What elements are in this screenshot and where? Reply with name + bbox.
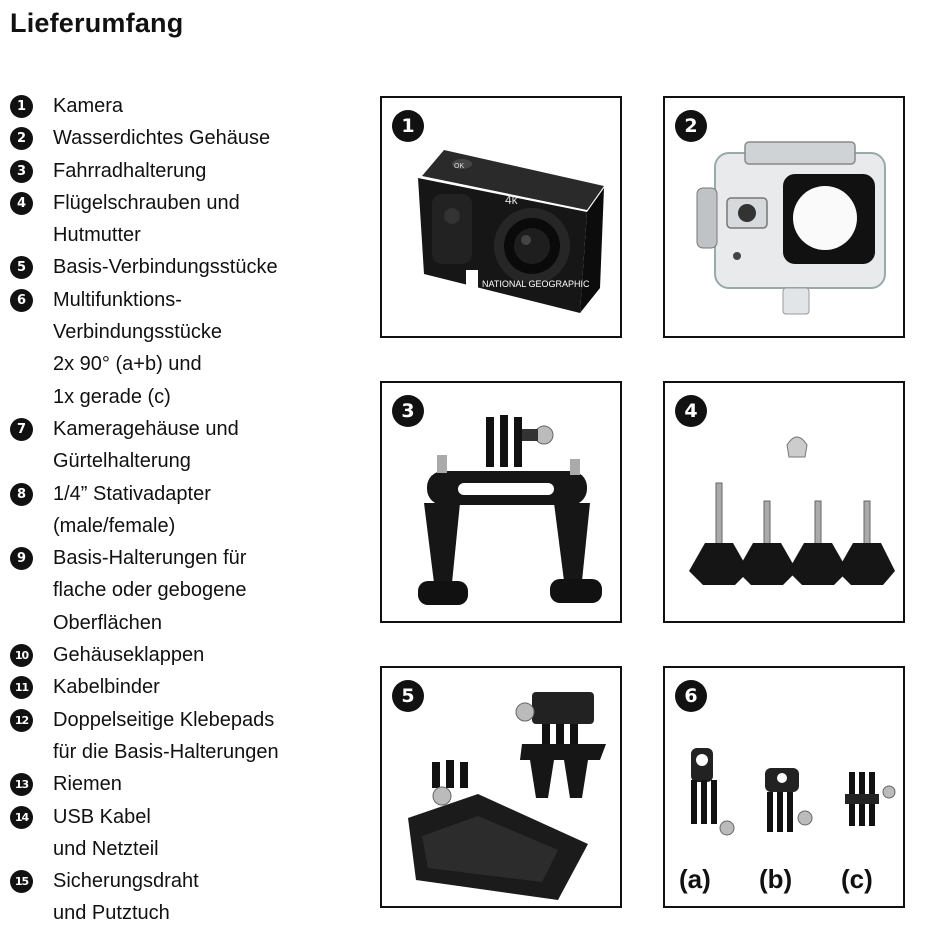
- item-text-line: Doppelseitige Klebepads: [53, 708, 275, 731]
- sub-label-a: (a): [679, 864, 711, 894]
- list-item: 14 USB Kabel und Netzteil: [10, 801, 365, 866]
- item-text-line: Kabelbinder: [53, 676, 160, 699]
- list-item: 13 Riemen: [10, 768, 365, 800]
- item-text-line: Gehäuseklappen: [53, 644, 205, 667]
- item-text-line: Gürtelhalterung: [53, 450, 191, 473]
- multifunction-connector-icon: [691, 748, 896, 836]
- item-text-line: USB Kabel: [53, 805, 151, 828]
- sub-label-c: (c): [841, 864, 873, 894]
- item-text-line: Basis-Halterungen für: [53, 547, 247, 570]
- item-number-badge: 7: [10, 417, 33, 441]
- item-number-badge: 9: [10, 547, 33, 571]
- panel-number: 4: [675, 395, 707, 427]
- item-text-line: 1/4” Stativadapter: [53, 482, 211, 505]
- item-text-line: 2x 90° (a+b) und: [53, 353, 202, 376]
- item-number-badge: 13: [10, 773, 33, 797]
- item-number-badge: 6: [10, 288, 33, 312]
- item-text: Sicherungsdraht und Putztuch: [53, 865, 199, 930]
- panel-number: 6: [675, 680, 707, 712]
- item-number-badge: 10: [10, 644, 33, 668]
- list-item: 12 Doppelseitige Klebepads für die Basis-H…: [10, 704, 365, 769]
- item-text: Gehäuseklappen: [53, 639, 204, 671]
- panel-camera: 1 NATIONAL GEOGRAPHIC 4k OK: [380, 96, 622, 338]
- item-text-line: und Putztuch: [53, 902, 170, 925]
- panel-multi-connectors: 6 (a) (b) (c): [663, 666, 905, 908]
- panel-number: 3: [392, 395, 424, 427]
- thumb-screws-icon: [689, 436, 895, 585]
- panel-screws: 4: [663, 381, 905, 623]
- waterproof-housing-icon: [696, 141, 886, 315]
- bicycle-mount-icon: [418, 415, 602, 605]
- item-text-line: Hutmutter: [53, 224, 141, 247]
- list-item: 1 Kamera: [10, 90, 365, 122]
- list-item: 5 Basis-Verbindungsstücke: [10, 251, 365, 283]
- item-text-line: Kameragehäuse und: [53, 417, 239, 440]
- item-number-badge: 15: [10, 870, 33, 894]
- item-text: Riemen: [53, 768, 122, 800]
- item-text-line: (male/female): [53, 514, 176, 537]
- item-text: USB Kabel und Netzteil: [53, 801, 159, 866]
- item-text-line: Flügelschrauben und: [53, 191, 240, 214]
- item-number-badge: 3: [10, 159, 33, 183]
- item-text: Doppelseitige Klebepads für die Basis-Hal…: [53, 704, 279, 769]
- item-number-badge: 12: [10, 708, 33, 732]
- item-number-badge: 11: [10, 676, 33, 700]
- panel-number: 2: [675, 110, 707, 142]
- item-text-line: 1x gerade (c): [53, 385, 171, 408]
- page-title: Lieferumfang: [10, 8, 184, 38]
- item-text-line: Riemen: [53, 773, 122, 796]
- list-item: 2 Wasserdichtes Gehäuse: [10, 122, 365, 154]
- item-number-badge: 14: [10, 805, 33, 829]
- item-text: Basis-Verbindungsstücke: [53, 251, 278, 283]
- item-text-line: Wasserdichtes Gehäuse: [53, 127, 271, 150]
- item-text: Kabelbinder: [53, 671, 160, 703]
- list-item: 11 Kabelbinder: [10, 671, 365, 703]
- item-text-line: Fahrradhalterung: [53, 159, 207, 182]
- list-item: 3 Fahrradhalterung: [10, 155, 365, 187]
- item-text-line: Multifunktions-: [53, 288, 182, 311]
- item-text-line: Basis-Verbindungsstücke: [53, 256, 278, 279]
- item-text: 1/4” Stativadapter (male/female): [53, 478, 211, 543]
- item-text: Kamera: [53, 90, 123, 122]
- list-item: 15 Sicherungsdraht und Putztuch: [10, 865, 365, 930]
- list-item: 9 Basis-Halterungen für flache oder geboge…: [10, 542, 365, 639]
- item-number-badge: 1: [10, 95, 33, 118]
- item-text-line: Oberflächen: [53, 611, 162, 634]
- item-number-badge: 5: [10, 256, 33, 280]
- item-text: Multifunktions- Verbindungsstücke 2x 90° (…: [53, 284, 222, 413]
- item-text-line: Kamera: [53, 95, 124, 117]
- items-list: 1 Kamera 2 Wasserdichtes Gehäuse 3 Fahrradhal…: [10, 90, 365, 930]
- list-item: 10 Gehäuseklappen: [10, 639, 365, 671]
- item-text-line: Sicherungsdraht: [53, 870, 199, 893]
- item-number-badge: 8: [10, 482, 33, 506]
- item-text-line: flache oder gebogene: [53, 579, 247, 602]
- camera-icon: NATIONAL GEOGRAPHIC 4k OK: [418, 150, 604, 313]
- camera-ok-label: OK: [454, 163, 464, 170]
- item-text: Fahrradhalterung: [53, 155, 206, 187]
- panel-bike-mount: 3: [380, 381, 622, 623]
- item-text: Wasserdichtes Gehäuse: [53, 122, 270, 154]
- item-text-line: und Netzteil: [53, 837, 159, 860]
- item-text-line: Verbindungsstücke: [53, 321, 223, 344]
- panel-number: 5: [392, 680, 424, 712]
- item-text: Basis-Halterungen für flache oder gebogen…: [53, 542, 247, 639]
- item-number-badge: 2: [10, 127, 33, 151]
- sub-label-b: (b): [759, 864, 793, 894]
- item-text-line: für die Basis-Halterungen: [53, 740, 279, 763]
- panel-housing: 2: [663, 96, 905, 338]
- item-number-badge: 4: [10, 191, 33, 215]
- panel-base-connectors: 5: [380, 666, 622, 908]
- list-item: 8 1/4” Stativadapter (male/female): [10, 478, 365, 543]
- panel-number: 1: [392, 110, 424, 142]
- list-item: 6 Multifunktions- Verbindungsstücke 2x 90° …: [10, 284, 365, 413]
- base-connector-icon: [408, 692, 606, 900]
- camera-4k-badge: 4k: [505, 193, 519, 207]
- camera-brand-text: NATIONAL GEOGRAPHIC: [482, 279, 590, 289]
